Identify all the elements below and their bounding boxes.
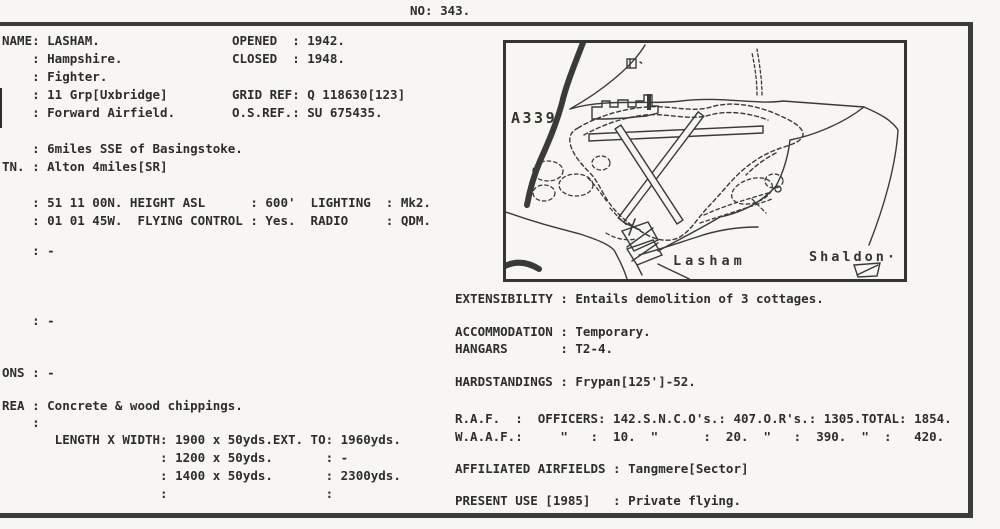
field-hardstandings: HARDSTANDINGS : Frypan[125']-52. bbox=[455, 374, 696, 389]
field-runway-1: LENGTH X WIDTH: 1900 x 50yds.EXT. TO: 19… bbox=[2, 432, 401, 447]
shaldon-symbol bbox=[853, 262, 881, 278]
field-railway-station: TN. : Alton 4miles[SR] bbox=[2, 159, 168, 174]
field-raf-personnel: R.A.F. : OFFICERS: 142.S.N.C.O's.: 407.O… bbox=[455, 411, 952, 426]
doc-number: NO: 343. bbox=[410, 3, 471, 18]
field-long-control-radio: : 01 01 45W. FLYING CONTROL : Yes. RADIO… bbox=[2, 213, 431, 228]
field-present-use: PRESENT USE [1985] : Private flying. bbox=[455, 493, 741, 508]
field-group: : 11 Grp[Uxbridge] bbox=[2, 87, 168, 102]
field-hangars: HANGARS : T2-4. bbox=[455, 341, 614, 356]
dispersals-west bbox=[532, 155, 637, 241]
field-role: : Forward Airfield. bbox=[2, 105, 176, 120]
field-affiliated-airfields: AFFILIATED AIRFIELDS : Tangmere[Sector] bbox=[455, 461, 749, 476]
dashed-track-north bbox=[751, 48, 763, 96]
field-runway-2: : 1200 x 50yds. : - bbox=[2, 450, 349, 465]
top-border bbox=[0, 22, 973, 26]
field-function: : Fighter. bbox=[2, 69, 108, 84]
field-location: : 6miles SSE of Basingstoke. bbox=[2, 141, 243, 156]
road-a339 bbox=[506, 43, 587, 272]
field-grid-ref: GRID REF: Q 118630[123] bbox=[232, 87, 406, 102]
field-name: NAME: LASHAM. bbox=[2, 33, 100, 48]
map-label-a339: A339 bbox=[511, 109, 557, 127]
field-os-ref: O.S.REF.: SU 675435. bbox=[232, 105, 383, 120]
site-map: A339 Lasham Shaldon· bbox=[503, 40, 907, 282]
field-waaf-personnel: W.A.A.F.: " : 10. " : 20. " : 390. " : 4… bbox=[455, 429, 945, 444]
field-lat-height-lighting: : 51 11 00N. HEIGHT ASL : 600' LIGHTING … bbox=[2, 195, 431, 210]
field-county: : Hampshire. bbox=[2, 51, 123, 66]
field-blank-2: : - bbox=[2, 313, 55, 328]
field-extensibility: EXTENSIBILITY : Entails demolition of 3 … bbox=[455, 291, 824, 306]
buildings bbox=[591, 58, 659, 120]
village-lasham-buildings bbox=[620, 221, 664, 276]
field-closed: CLOSED : 1948. bbox=[232, 51, 345, 66]
field-blank-1: : - bbox=[2, 243, 55, 258]
field-runway-4: : : bbox=[2, 486, 334, 501]
site-map-drawing: A339 Lasham Shaldon· bbox=[506, 43, 899, 279]
dispersals-east bbox=[699, 173, 784, 224]
field-runway-3: : 1400 x 50yds. : 2300yds. bbox=[2, 468, 401, 483]
field-obstructions: ONS : - bbox=[2, 365, 55, 380]
map-label-lasham: Lasham bbox=[673, 253, 746, 269]
bottom-border bbox=[0, 513, 973, 518]
field-runway-surface: REA : Concrete & wood chippings. bbox=[2, 398, 243, 413]
field-accommodation: ACCOMMODATION : Temporary. bbox=[455, 324, 651, 339]
runways bbox=[588, 110, 764, 225]
field-surface-cont: : bbox=[2, 415, 40, 430]
scan-crop-fragment bbox=[0, 88, 2, 128]
field-opened: OPENED : 1942. bbox=[232, 33, 345, 48]
roads bbox=[506, 44, 899, 279]
right-border bbox=[968, 22, 973, 518]
perimeter-track bbox=[569, 103, 804, 241]
map-label-shaldon: Shaldon· bbox=[809, 249, 898, 265]
